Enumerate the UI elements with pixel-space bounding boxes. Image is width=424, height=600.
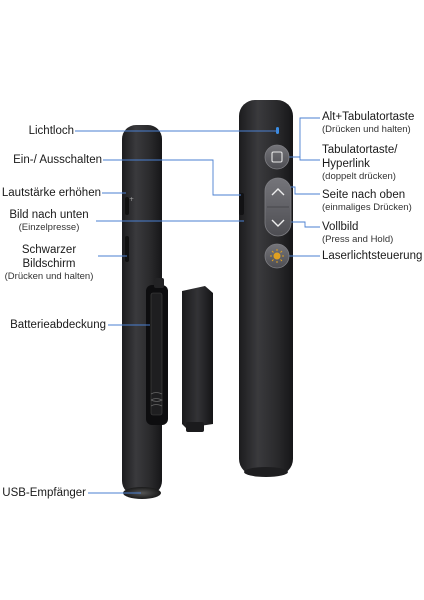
label-schwarzer-bildschirm: Schwarzer Bildschirm (Drücken und halten… <box>0 243 98 283</box>
page-nav-rocker[interactable] <box>264 177 292 237</box>
square-icon <box>271 151 283 163</box>
bild-nach-unten-sub: (Einzelpresse) <box>18 222 80 233</box>
label-lichtloch: Lichtloch <box>28 125 74 137</box>
label-vollbild: Vollbild (Press and Hold) <box>322 220 393 246</box>
battery-cover <box>182 286 213 432</box>
schwarzer-sub: (Drücken und halten) <box>4 271 94 282</box>
label-ein-aus: Ein-/ Ausschalten <box>13 154 102 166</box>
label-laser: Laserlichtsteuerung <box>322 250 423 262</box>
left-pen: + <box>122 125 168 499</box>
bild-nach-unten-title: Bild nach unten <box>9 209 89 221</box>
seite-oben-sub: (einmaliges Drücken) <box>322 202 412 213</box>
tab-sub: (doppelt drücken) <box>322 171 396 182</box>
label-tab-hyperlink: Tabulatortaste/ Hyperlink (doppelt drück… <box>322 143 397 183</box>
power-switch <box>239 193 244 215</box>
label-alt-tab: Alt+Tabulatortaste (Drücken und halten) <box>322 110 414 136</box>
alt-tab-title: Alt+Tabulatortaste <box>322 111 415 123</box>
chevron-up-icon <box>271 188 285 196</box>
schwarzer-line2: Bildschirm <box>22 258 76 270</box>
tab-line2: Hyperlink <box>322 158 370 170</box>
label-usb: USB-Empfänger <box>2 487 86 499</box>
usb-receiver-cap <box>123 487 161 499</box>
label-lautstaerke: Lautstärke erhöhen <box>1 187 101 199</box>
chevron-down-icon <box>271 219 285 227</box>
laser-button[interactable] <box>264 243 290 269</box>
label-batterie: Batterieabdeckung <box>10 319 106 331</box>
black-screen-key <box>125 236 129 262</box>
schwarzer-line1: Schwarzer <box>21 244 77 256</box>
seite-oben-title: Seite nach oben <box>322 189 406 201</box>
alt-tab-sub: (Drücken und halten) <box>322 124 411 135</box>
vollbild-sub: (Press and Hold) <box>322 234 394 245</box>
volume-up-key <box>125 197 129 215</box>
vollbild-title: Vollbild <box>322 221 359 233</box>
svg-text:+: + <box>129 196 134 203</box>
tab-line1: Tabulatortaste/ <box>322 144 398 156</box>
label-bild-nach-unten: Bild nach unten (Einzelpresse) <box>4 208 94 234</box>
leader-lines <box>75 117 320 494</box>
tab-button[interactable] <box>264 144 290 170</box>
indicator-light <box>276 127 279 134</box>
label-seite-oben: Seite nach oben (einmaliges Drücken) <box>322 188 412 214</box>
sun-icon <box>270 249 284 263</box>
